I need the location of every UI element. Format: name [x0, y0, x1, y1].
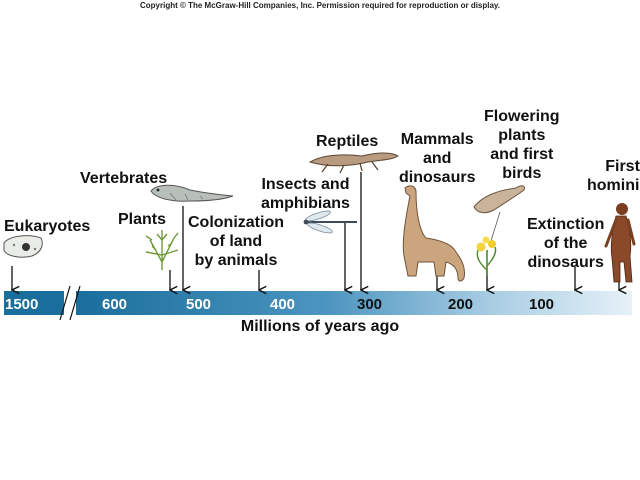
- crocodile-icon: [308, 152, 399, 174]
- dragonfly-icon: [303, 210, 357, 234]
- label-first-hominids: First hominids: [587, 158, 640, 194]
- tick-label-1500: 1500: [5, 296, 39, 313]
- label-reptiles: Reptiles: [316, 133, 379, 150]
- flower-icon: [476, 236, 497, 276]
- label-flowering-plants-birds: Flowering plants and first birds: [484, 108, 560, 182]
- fish-icon: [150, 184, 234, 202]
- timeline-bar: [4, 285, 632, 321]
- label-eukaryotes: Eukaryotes: [4, 218, 91, 235]
- copyright-notice: Copyright © The McGraw-Hill Companies, I…: [139, 1, 501, 10]
- tick-label-600: 600: [102, 296, 128, 313]
- dinosaur-icon: [402, 185, 465, 282]
- tick-label-100: 100: [529, 296, 555, 313]
- bird-icon: [473, 185, 525, 245]
- eukaryote-cell-icon: [3, 235, 43, 258]
- tick-label-400: 400: [270, 296, 296, 313]
- label-colonization: Colonization of land by animals: [188, 214, 284, 269]
- hominid-icon: [604, 203, 636, 283]
- tick-label-500: 500: [186, 296, 212, 313]
- plant-icon: [145, 230, 179, 270]
- tick-label-300: 300: [357, 296, 383, 313]
- label-vertebrates: Vertebrates: [80, 170, 168, 187]
- tick-label-200: 200: [448, 296, 474, 313]
- label-plants: Plants: [118, 211, 167, 228]
- label-insects-amphibians: Insects and amphibians: [261, 176, 350, 212]
- label-extinction: Extinction of the dinosaurs: [527, 216, 605, 271]
- label-mammals-dinosaurs: Mammals and dinosaurs: [399, 131, 476, 186]
- axis-title: Millions of years ago: [240, 318, 400, 335]
